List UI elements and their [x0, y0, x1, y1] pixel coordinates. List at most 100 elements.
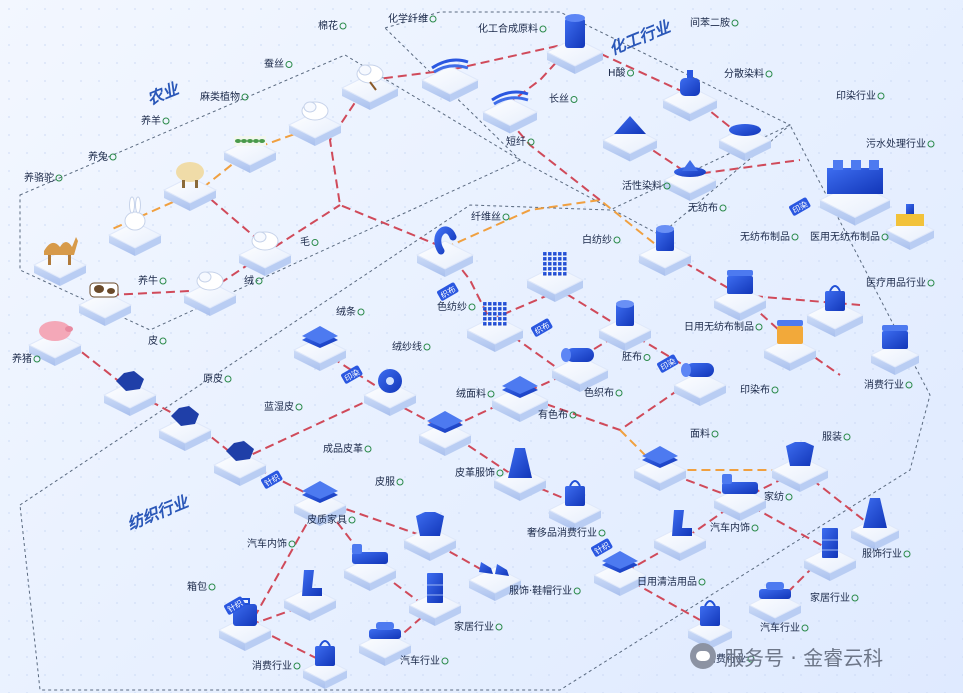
- wastewater-node: [818, 160, 892, 226]
- region-title-textile: 纺织行业: [124, 491, 192, 533]
- reactive-dye-node: [662, 160, 718, 201]
- fabric-node: [632, 446, 688, 491]
- sheep-node: [162, 162, 218, 211]
- label-marker: [755, 323, 763, 331]
- watermark-text: 服务号 · 金睿云科: [724, 645, 884, 670]
- label-marker: [615, 389, 623, 397]
- medical-nonwoven-node: [884, 204, 936, 250]
- white-yarn-node: [525, 252, 585, 302]
- label-marker: [495, 623, 503, 631]
- label-huagong: 化工合成原料: [478, 22, 538, 35]
- label-marker: [429, 15, 437, 23]
- bag-icon: [700, 600, 720, 626]
- label-cansi: 蚕丝: [264, 58, 284, 70]
- color-yarn-node: [465, 302, 525, 352]
- label-hqiao: H酸: [608, 66, 626, 79]
- label-marker: [527, 138, 535, 146]
- cow-node: [77, 282, 133, 326]
- bed-icon: [722, 474, 758, 494]
- label-chengpin-pige: 成品皮革: [323, 442, 363, 455]
- cashmere-node: [237, 231, 293, 276]
- sofa-icon: [352, 544, 388, 564]
- finished-leather-node: [417, 411, 473, 456]
- h-acid-node: [601, 116, 659, 162]
- label-marker: [311, 239, 319, 246]
- label-sefangsha: 色纺纱: [437, 300, 467, 313]
- disperse-dye-node: [661, 70, 719, 122]
- label-yinranbu: 印染布: [740, 383, 770, 396]
- label-riyong-wufang: 日用无纺布制品: [684, 320, 754, 333]
- medical-supply-node: [805, 285, 865, 337]
- label-marker: [569, 411, 577, 419]
- label-mamahua: 麻类植物: [200, 90, 240, 103]
- cabinet-icon: [822, 528, 838, 558]
- yarn-icon: [434, 226, 457, 255]
- stack-icon: [727, 270, 753, 294]
- hemp-node: [222, 136, 278, 173]
- factory-icon: [827, 160, 883, 194]
- label-marker: [843, 433, 851, 441]
- nonwoven-node: [637, 225, 693, 276]
- label-qiche-neishi-l: 汽车内饰: [247, 537, 287, 550]
- label-xiangbao: 箱包: [187, 580, 207, 593]
- sheet-icon: [302, 481, 338, 503]
- label-qiche-neishi-r: 汽车内饰: [710, 521, 750, 534]
- cocoon-icon: [301, 101, 329, 121]
- label-jiaju-l: 家居行业: [454, 620, 494, 633]
- consumer-2-node: [301, 640, 349, 689]
- label-yiyong-wufang: 医用无纺布制品: [810, 230, 880, 243]
- seat-icon: [672, 510, 692, 536]
- printed-fabric-node: [672, 363, 728, 406]
- region-title-chemical: 化工行业: [606, 16, 674, 58]
- chemical-fiber-node: [420, 58, 480, 102]
- label-marker: [771, 386, 779, 394]
- label-marker: [55, 174, 63, 182]
- label-qiche-r: 汽车行业: [760, 621, 800, 634]
- tray-icon: [882, 325, 908, 349]
- label-sezhibu: 色织布: [584, 386, 614, 399]
- label-fushi-hangye: 服饰行业: [862, 547, 902, 560]
- car-icon: [759, 582, 791, 599]
- label-lanshipi: 蓝湿皮: [264, 400, 294, 413]
- label-pige-fushi: 皮革服饰: [455, 466, 495, 479]
- cabinet-icon: [427, 573, 443, 603]
- consumer-node: [869, 325, 921, 375]
- label-marker: [162, 117, 170, 125]
- roll-icon: [561, 348, 594, 362]
- label-marker: [224, 375, 232, 383]
- flask-icon: [680, 70, 700, 96]
- luggage-node: [217, 598, 273, 651]
- cleaning-node: [592, 551, 648, 596]
- label-shechi: 奢侈品消费行业: [527, 526, 597, 539]
- label-yangyang: 养羊: [141, 114, 161, 127]
- long-fiber-node: [481, 90, 539, 134]
- cotton-icon: [356, 64, 384, 91]
- cylinder-icon: [616, 300, 634, 326]
- label-marker: [791, 233, 799, 241]
- node-platforms: [27, 14, 936, 689]
- label-pi: 皮: [148, 334, 158, 347]
- label-marker: [295, 403, 303, 411]
- label-huoxing: 活性染料: [622, 179, 662, 192]
- label-marker: [539, 25, 547, 33]
- label-rongshaxian: 绒纱线: [392, 340, 422, 353]
- label-marker: [881, 233, 889, 241]
- label-qiche-b: 汽车行业: [400, 654, 440, 667]
- sheep-icon: [176, 162, 204, 188]
- label-xiaofei-b2: 消费行业: [706, 652, 746, 665]
- hide-icon: [116, 371, 144, 391]
- label-marker: [765, 70, 773, 78]
- label-changsi: 长丝: [549, 93, 569, 105]
- daily-nonwoven-node: [712, 270, 768, 321]
- label-jiafang: 家纺: [764, 490, 784, 503]
- wool-icon: [196, 271, 224, 291]
- silk-node: [287, 101, 343, 146]
- label-marker: [698, 578, 706, 586]
- camel-node: [32, 237, 88, 286]
- region-title-agriculture: 农业: [144, 78, 183, 108]
- label-wushui: 污水处理行业: [866, 137, 926, 150]
- textile-region-outline: [19, 124, 931, 691]
- label-wufangbu: 无纺布: [688, 201, 718, 214]
- leather-furniture-node: [292, 481, 348, 526]
- pig-icon: [39, 321, 73, 341]
